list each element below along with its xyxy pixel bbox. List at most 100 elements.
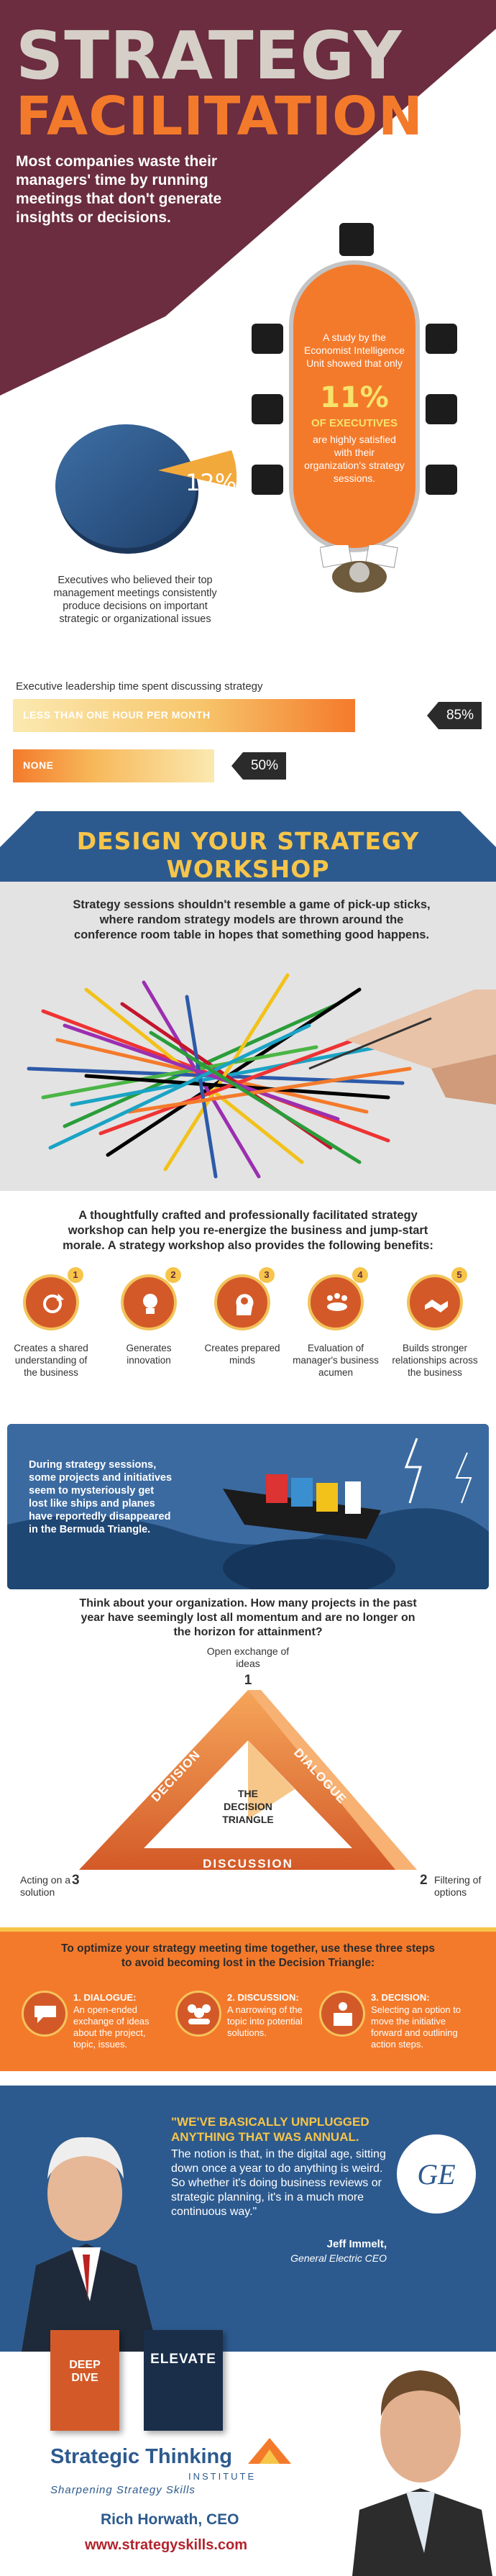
bar-value-tag: 85% [427, 702, 482, 729]
triangle-num-1: 1 [244, 1673, 252, 1688]
header-wedge [0, 316, 165, 396]
stormy-sea-illustration [7, 1424, 489, 1589]
step-1-icon [22, 1991, 68, 2037]
book-elevate: ELEVATE [144, 2330, 223, 2431]
sticks-intro: Strategy sessions shouldn't resemble a g… [73, 898, 431, 941]
benefit-4-icon [308, 1274, 364, 1330]
book-deep-dive: DEEP DIVE [50, 2330, 119, 2431]
step-1-text: An open-ended exchange of ideas about th… [73, 2004, 150, 2050]
benefit-5-label: Builds stronger relationships across the… [392, 1343, 478, 1378]
step-3-title: 3. DECISION: [371, 1992, 430, 2003]
benefit-4-num: 4 [352, 1267, 368, 1283]
ge-logo: GE [397, 2134, 476, 2214]
bar-value-label: 85% [446, 708, 474, 723]
bar-label: NONE [23, 759, 54, 771]
triangle-center-2: DECISION [224, 1801, 272, 1812]
bermuda-section: During strategy sessions, some projects … [7, 1424, 489, 1589]
brand-institute: INSTITUTE [188, 2471, 257, 2482]
bar-row: LESS THAN ONE HOUR PER MONTH 85% [13, 699, 487, 732]
podium-icon [334, 2002, 352, 2026]
step-2-icon [175, 1991, 221, 2037]
chair-icon [339, 223, 374, 256]
immelt-portrait [22, 2137, 158, 2352]
triangle-center-1: THE [238, 1788, 258, 1799]
header-background [0, 0, 496, 316]
brain-head-icon [236, 1294, 254, 1315]
chair-icon [426, 324, 457, 354]
quote-headline: "WE'VE BASICALLY UNPLUGGED ANYTHING THAT… [171, 2115, 369, 2144]
step-3-text: Selecting an option to move the initiati… [371, 2004, 461, 2050]
triangle-question: Think about your organization. How many … [79, 1597, 417, 1638]
benefit-5-icon [407, 1274, 463, 1330]
table-top [289, 260, 420, 552]
chair-icon [252, 394, 283, 424]
bar-row: NONE 50% [13, 749, 487, 782]
ceo-portrait [352, 2370, 492, 2576]
quote-role: General Electric CEO [290, 2252, 387, 2264]
header-section: STRATEGY FACILITATION Most companies was… [0, 0, 496, 316]
pick-up-sticks-illustration [27, 973, 496, 1179]
bar-fill [13, 699, 355, 732]
brand-logo-icon [248, 2438, 291, 2464]
chair-icon [426, 394, 457, 424]
triangle-num-2: 2 [420, 1873, 428, 1888]
triangle-right-label: Filtering of options [434, 1874, 482, 1898]
bar-fill [13, 749, 214, 782]
triangle-side-bottom: DISCUSSION [203, 1857, 293, 1871]
website-url: www.strategyskills.com [85, 2537, 248, 2553]
benefits-intro: A thoughtfully crafted and professionall… [63, 1209, 433, 1252]
intro-text: Most companies waste their managers' tim… [16, 153, 222, 226]
bar-chart-title: Executive leadership time spent discussi… [16, 680, 263, 693]
pie-chart [55, 424, 237, 554]
triangle-num-3: 3 [72, 1873, 80, 1888]
benefit-5-num: 5 [451, 1267, 467, 1283]
table-study-text-after: are highly satisfied with their organiza… [304, 434, 405, 484]
ceo-name: Rich Horwath, CEO [101, 2511, 239, 2528]
pie-slice-highlight [158, 450, 237, 488]
workshop-banner: DESIGN YOUR STRATEGY WORKSHOP [0, 805, 496, 883]
group-icon [188, 2004, 211, 2024]
triangle-center-3: TRIANGLE [222, 1814, 274, 1825]
benefit-2-num: 2 [165, 1267, 181, 1283]
chair-icon [426, 465, 457, 495]
bar-chart: LESS THAN ONE HOUR PER MONTH 85% NONE 50… [13, 699, 487, 793]
triangle-left-label: Acting on a solution [20, 1874, 71, 1898]
title-line2: FACILITATION [16, 86, 423, 147]
title-line1: STRATEGY [16, 17, 403, 94]
person-at-table-icon [320, 545, 398, 593]
benefit-1-label: Creates a shared understanding of the bu… [14, 1343, 88, 1378]
bar-value-tag: 50% [231, 752, 286, 780]
brand-name: Strategic Thinking [50, 2445, 232, 2468]
step-2-title: 2. DISCUSSION: [227, 1992, 299, 2003]
decision-triangle-graphic [79, 1690, 417, 1870]
triangle-top-label: Open exchange of ideas [206, 1645, 290, 1669]
steps-section: To optimize your strategy meeting time t… [0, 1927, 496, 2071]
table-study-stat: 11% [320, 381, 389, 414]
chair-icon [252, 465, 283, 495]
table-study-stat-label: OF EXECUTIVES [311, 417, 398, 429]
step-1-title: 1. DIALOGUE: [73, 1992, 137, 2003]
benefit-1-num: 1 [68, 1267, 83, 1283]
steps-intro: To optimize your strategy meeting time t… [61, 1942, 435, 1969]
benefit-1-icon [23, 1274, 79, 1330]
quote-author: Jeff Immelt, [326, 2238, 387, 2250]
pie-caption: Executives who believed their top manage… [53, 575, 217, 625]
footer-section: DEEP DIVE ELEVATE Strategic Thinking INS… [0, 2330, 496, 2576]
bar-value-label: 50% [250, 758, 279, 773]
benefit-4-label: Evaluation of manager's business acumen [293, 1343, 379, 1378]
chair-icon [252, 324, 283, 354]
step-3-icon [319, 1991, 365, 2037]
workshop-banner-title: DESIGN YOUR STRATEGY WORKSHOP [76, 827, 420, 883]
handshake-icon [425, 1300, 448, 1312]
cycle-arrows-icon [43, 1294, 64, 1313]
quote-body: The notion is that, in the digital age, … [171, 2148, 386, 2218]
ge-logo-text: GE [417, 2158, 456, 2191]
benefit-3-label: Creates prepared minds [204, 1343, 280, 1366]
meeting-table-icon [327, 1293, 347, 1311]
chat-bubble-icon [35, 2006, 56, 2023]
brand-tagline: Sharpening Strategy Skills [50, 2484, 196, 2496]
bar-label: LESS THAN ONE HOUR PER MONTH [23, 709, 211, 721]
bermuda-text: During strategy sessions, some projects … [29, 1459, 173, 1535]
book-deep-dive-title: DEEP DIVE [69, 2359, 101, 2384]
benefit-3-num: 3 [259, 1267, 275, 1283]
